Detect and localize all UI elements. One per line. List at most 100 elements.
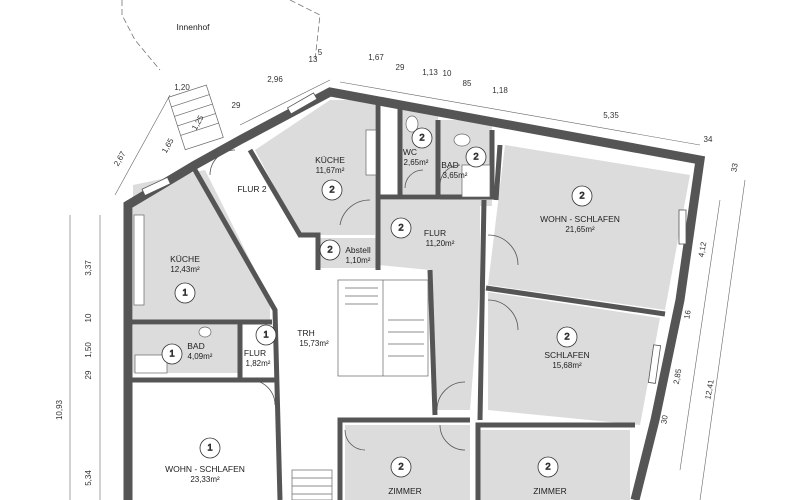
dim-left-4: 10,93 — [55, 399, 64, 420]
unit-marker-bad-1: 1 — [161, 343, 183, 365]
dimension-lines — [69, 79, 746, 500]
room-name-wohn-schlafen-2: WOHN - SCHLAFEN — [540, 214, 620, 224]
dim-left-0: 3,37 — [84, 260, 93, 276]
staircase-main — [337, 279, 429, 377]
room-name-trh: TRH — [297, 328, 314, 338]
svg-text:1: 1 — [207, 443, 212, 454]
room-area-kueche-1: 12,43m² — [170, 265, 200, 274]
room-name-flur-2b: FLUR — [424, 228, 446, 238]
room-area-bad-2: 3,65m² — [443, 171, 468, 180]
dim-diag-0: 2,67 — [112, 149, 128, 167]
dim-top-2: 13 — [309, 55, 318, 64]
dim-top-9: 1,18 — [492, 86, 508, 95]
dim-right-2: 16 — [682, 309, 693, 320]
unit-marker-schlafen-2: 2 — [556, 326, 578, 348]
room-area-schlafen-2: 15,68m² — [552, 361, 582, 370]
room-name-kueche-2: KÜCHE — [315, 155, 345, 165]
room-name-kueche-1: KÜCHE — [170, 254, 200, 264]
unit-markers: 2 2 2 2 2 2 1 1 1 2 1 2 2 — [161, 127, 593, 478]
room-area-wc-2: 2,65m² — [404, 158, 429, 167]
courtyard-label: Innenhof — [176, 22, 210, 32]
svg-text:2: 2 — [419, 133, 424, 144]
dimension-texts: 1,20 2,96 13 5 1,67 29 1,13 10 85 1,18 5… — [55, 48, 740, 486]
unit-marker-flur-1: 1 — [255, 324, 277, 346]
interior-walls — [130, 100, 666, 500]
dim-top-10: 5,35 — [603, 111, 619, 120]
dim-top-1: 2,96 — [267, 75, 283, 84]
room-labels: KÜCHE 11,67m² WC 2,65m² BAD 3,65m² WOHN … — [165, 147, 620, 496]
room-name-abstell-2: Abstell — [345, 245, 371, 255]
unit-marker-zimmer-a: 2 — [390, 456, 412, 478]
dim-top-3: 5 — [318, 48, 323, 57]
fixtures — [133, 115, 491, 374]
room-name-wc-2: WC — [403, 147, 417, 157]
room-name-flur-1: FLUR — [244, 348, 266, 358]
fill-wohn-schlafen-2 — [488, 145, 690, 310]
flur2-label: FLUR 2 — [237, 184, 267, 194]
room-area-kueche-2: 11,67m² — [316, 166, 345, 175]
dim-top-0: 1,20 — [174, 83, 190, 92]
fill-kueche-1 — [133, 170, 270, 320]
svg-text:1: 1 — [169, 349, 174, 360]
dim-diag-3: 29 — [232, 101, 241, 110]
room-name-bad-2: BAD — [441, 160, 458, 170]
fill-flur-2 — [378, 200, 480, 410]
dim-diag-1: 1,65 — [160, 136, 176, 154]
unit-marker-kueche-1: 1 — [174, 282, 196, 304]
dim-diag-2: 1,25 — [190, 113, 206, 131]
svg-text:2: 2 — [579, 191, 584, 202]
unit-marker-wc-2: 2 — [411, 127, 433, 149]
room-area-trh: 15,73m² — [299, 339, 329, 348]
dim-top-11: 34 — [704, 135, 713, 144]
room-area-wohn-schlafen-1: 23,33m² — [190, 475, 220, 484]
windows — [141, 92, 687, 384]
courtyard-outline — [121, 0, 321, 71]
svg-text:2: 2 — [545, 462, 550, 473]
dim-right-0: 33 — [729, 162, 740, 173]
unit-marker-wohn-schlafen-2: 2 — [571, 185, 593, 207]
room-name-schlafen-2: SCHLAFEN — [544, 350, 589, 360]
room-area-flur-2b: 11,20m² — [426, 239, 455, 248]
room-name-zimmer-b: ZIMMER — [533, 486, 567, 496]
svg-text:2: 2 — [329, 185, 334, 196]
dim-top-7: 10 — [443, 69, 452, 78]
room-name-wohn-schlafen-1: WOHN - SCHLAFEN — [165, 464, 245, 474]
dim-top-8: 85 — [463, 79, 472, 88]
svg-text:2: 2 — [398, 223, 403, 234]
room-area-flur-1: 1,82m² — [246, 359, 271, 368]
staircase-bottom — [291, 469, 333, 500]
room-name-bad-1: BAD — [187, 341, 204, 351]
svg-text:2: 2 — [327, 245, 332, 256]
dim-left-1: 10 — [84, 313, 93, 322]
unit-marker-kueche-2: 2 — [321, 179, 343, 201]
dim-top-4: 1,67 — [368, 53, 384, 62]
unit-marker-bad-2: 2 — [465, 146, 487, 168]
fill-kueche-2 — [255, 100, 375, 235]
room-fills — [133, 100, 690, 500]
room-name-zimmer-a: ZIMMER — [388, 486, 422, 496]
fill-schlafen-2 — [488, 292, 660, 425]
unit-marker-flur-2b: 2 — [390, 217, 412, 239]
dim-top-5: 29 — [396, 63, 405, 72]
svg-text:2: 2 — [473, 152, 478, 163]
unit-marker-zimmer-b: 2 — [537, 456, 559, 478]
room-area-abstell-2: 1,10m² — [346, 256, 371, 265]
svg-text:2: 2 — [398, 462, 403, 473]
staircase-entry — [167, 84, 224, 151]
unit-marker-wohn-schlafen-1: 1 — [199, 437, 221, 459]
room-area-wohn-schlafen-2: 21,65m² — [565, 225, 595, 234]
dim-right-4: 12,41 — [703, 378, 715, 400]
svg-text:2: 2 — [564, 332, 569, 343]
unit-marker-abstell-2: 2 — [319, 239, 341, 261]
dim-right-3: 2,85 — [672, 368, 684, 385]
dim-left-5: 5,34 — [84, 470, 93, 486]
dim-right-5: 30 — [659, 414, 670, 425]
room-area-bad-1: 4,09m² — [188, 352, 213, 361]
svg-text:1: 1 — [263, 330, 268, 341]
svg-text:1: 1 — [182, 288, 187, 299]
dim-top-6: 1,13 — [422, 68, 438, 77]
door-swings — [209, 149, 519, 451]
dim-left-3: 29 — [84, 370, 93, 379]
dim-left-2: 1,50 — [84, 342, 93, 358]
